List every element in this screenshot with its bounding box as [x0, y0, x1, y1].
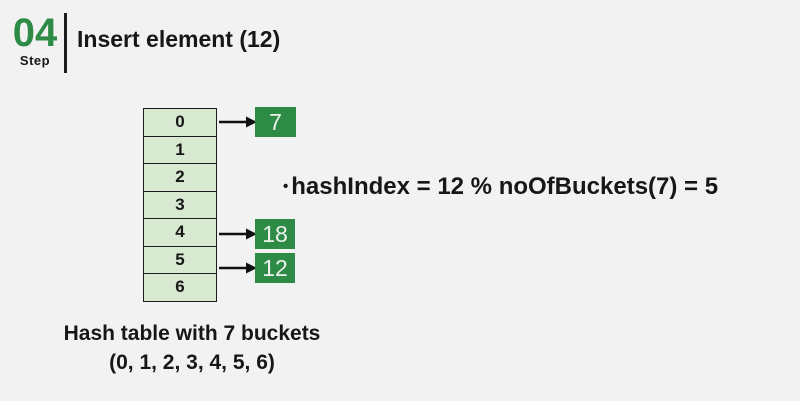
caption-line-2: (0, 1, 2, 3, 4, 5, 6) [109, 351, 275, 374]
table-caption: Hash table with 7 buckets (0, 1, 2, 3, 4… [27, 319, 357, 377]
bucket-row-4: 4 [144, 219, 216, 247]
bucket-row-5: 5 [144, 247, 216, 274]
bucket-row-1: 1 [144, 137, 216, 164]
value-box-bucket5: 12 [255, 253, 295, 283]
arrow-bucket4-icon [219, 228, 257, 240]
value-box-bucket0: 7 [255, 107, 296, 137]
value-box-bucket4: 18 [255, 219, 295, 249]
hash-equation: •hashIndex = 12 % noOfBuckets(7) = 5 [283, 173, 718, 201]
step-label: Step [19, 53, 51, 68]
bucket-row-0: 0 [144, 109, 216, 137]
bucket-row-3: 3 [144, 192, 216, 219]
arrow-bucket0-icon [219, 116, 257, 128]
bullet-icon: • [283, 178, 289, 195]
bucket-row-6: 6 [175, 277, 185, 296]
header-divider [64, 13, 67, 73]
arrow-bucket5-icon [219, 262, 257, 274]
hash-equation-text: hashIndex = 12 % noOfBuckets(7) = 5 [291, 173, 719, 200]
hash-table: 0 1 2 3 4 5 6 [143, 108, 217, 302]
bucket-row-2: 2 [144, 164, 216, 192]
caption-line-1: Hash table with 7 buckets [63, 322, 321, 345]
page-title: Insert element (12) [77, 26, 281, 52]
step-number: 04 [12, 11, 58, 55]
